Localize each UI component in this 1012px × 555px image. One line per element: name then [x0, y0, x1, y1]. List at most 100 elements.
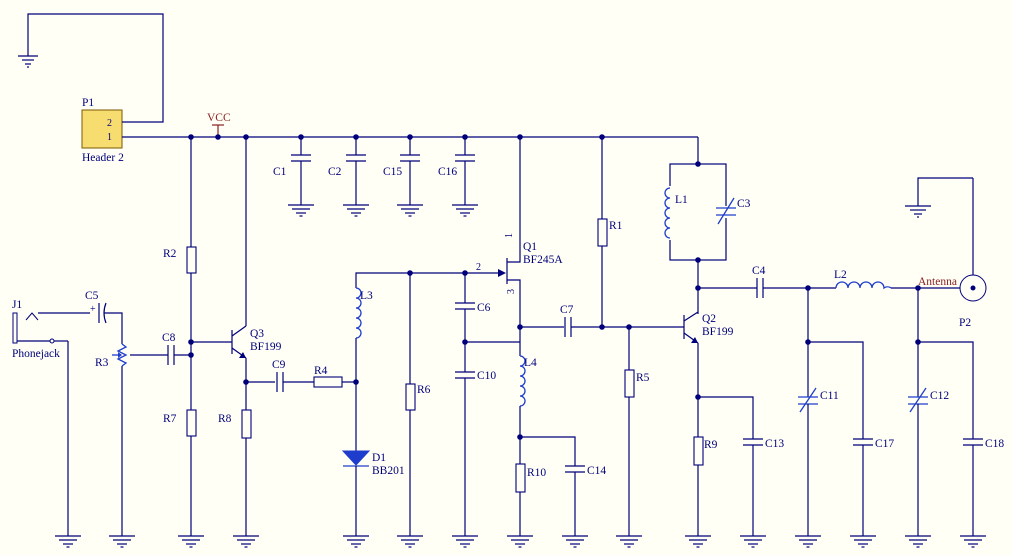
header-pin1-label: 1: [107, 132, 112, 143]
capacitor-c6[interactable]: C6: [455, 302, 491, 314]
antenna-net-label: Antenna: [918, 276, 957, 288]
trimmer-capacitor-c3[interactable]: C3: [715, 197, 751, 225]
header-designator: P1: [82, 97, 94, 109]
capacitor-c13[interactable]: C13: [743, 438, 784, 450]
trimmer-capacitor-c12[interactable]: C12: [908, 387, 949, 413]
r6-label: R6: [417, 384, 431, 396]
r5-label: R5: [636, 372, 650, 384]
capacitor-c16[interactable]: C16: [438, 137, 475, 205]
c9-label: C9: [272, 359, 286, 371]
p2-designator: P2: [959, 317, 971, 329]
q1-pin1: 1: [504, 233, 515, 238]
resistor-r8[interactable]: R8: [218, 409, 252, 439]
r7-label: R7: [163, 413, 177, 425]
c12-label: C12: [930, 390, 949, 402]
resistor-r9[interactable]: R9: [693, 436, 718, 466]
l3-label: L3: [360, 290, 373, 302]
inductor-l1[interactable]: L1: [664, 186, 688, 240]
trimmer-capacitor-c11[interactable]: C11: [798, 387, 839, 413]
junction-dot: [462, 270, 468, 276]
capacitor-c10[interactable]: C10: [455, 370, 496, 382]
q1-part: BF245A: [523, 254, 563, 266]
resistor-r4[interactable]: R4: [313, 365, 343, 388]
resistor-r6[interactable]: R6: [405, 383, 431, 411]
c13-label: C13: [765, 438, 784, 450]
ground-icon: [452, 535, 478, 548]
capacitor-c18[interactable]: C18: [963, 438, 1004, 450]
c18-label: C18: [985, 438, 1004, 450]
ground-icon: [850, 535, 876, 548]
junction-dot: [915, 339, 921, 345]
p1-pin2-wire: [27, 13, 164, 123]
junction-dot: [353, 134, 359, 140]
junction-dot: [805, 285, 811, 291]
c17-label: C17: [875, 438, 894, 450]
capacitor-c17[interactable]: C17: [853, 438, 894, 450]
transistor-q1[interactable]: Q1 BF245A 2 1 3: [476, 233, 563, 294]
junction-dot: [243, 379, 249, 385]
r10-label: R10: [527, 467, 546, 479]
ground-icon: [905, 205, 931, 218]
capacitor-c14[interactable]: C14: [565, 465, 606, 477]
capacitor-c2[interactable]: C2: [328, 137, 366, 205]
inductor-l2[interactable]: L2: [834, 269, 892, 290]
varactor-d1[interactable]: D1 BB201: [341, 450, 405, 477]
r9-label: R9: [704, 439, 718, 451]
capacitor-c15[interactable]: C15: [383, 137, 420, 205]
q2-part: BF199: [702, 326, 734, 338]
q3-designator: Q3: [250, 328, 264, 340]
junction-dot: [462, 339, 468, 345]
ground-icon: [397, 535, 423, 548]
j1-name: Phonejack: [12, 348, 60, 360]
junction-dot: [243, 134, 249, 140]
r2-label: R2: [163, 248, 177, 260]
junction-dot: [915, 285, 921, 291]
junction-dot: [695, 161, 701, 167]
inductor-l3[interactable]: L3: [355, 287, 373, 339]
resistor-r10[interactable]: R10: [515, 463, 546, 493]
c5-plus: +: [90, 304, 96, 315]
capacitor-c8[interactable]: C8: [162, 332, 191, 365]
capacitor-c5[interactable]: + C5: [85, 290, 123, 344]
header-p1[interactable]: P1 Header 2 2 1: [81, 97, 124, 164]
c16-label: C16: [438, 166, 457, 178]
capacitor-c4[interactable]: C4: [752, 265, 766, 298]
c3-label: C3: [737, 198, 751, 210]
c18-top-wire: [918, 341, 974, 439]
junction-dot: [188, 134, 194, 140]
junction-dot: [695, 285, 701, 291]
vcc-label: VCC: [207, 112, 231, 124]
ground-icon: [507, 535, 533, 548]
l1-label: L1: [675, 194, 688, 206]
transistor-q2[interactable]: Q2 BF199: [683, 311, 734, 344]
c14-label: C14: [587, 465, 606, 477]
r8-label: R8: [218, 413, 232, 425]
capacitor-c1[interactable]: C1: [273, 137, 311, 205]
ground-icon: [178, 535, 204, 548]
d1-designator: D1: [372, 452, 386, 464]
junction-dot: [188, 339, 194, 345]
c14-top-wire: [520, 436, 576, 466]
transistor-q3[interactable]: Q3 BF199: [231, 325, 282, 359]
potentiometer-r3[interactable]: R3: [95, 343, 128, 536]
resistor-r1[interactable]: R1: [597, 218, 623, 247]
junction-dot: [407, 134, 413, 140]
q1-pin3: 3: [506, 289, 517, 294]
inductor-l4[interactable]: L4: [519, 355, 537, 407]
phonejack-j1[interactable]: J1 Phonejack: [12, 299, 90, 360]
capacitor-c7[interactable]: C7: [560, 304, 574, 337]
antenna-connector-p2[interactable]: P2: [959, 178, 987, 329]
r3-label: R3: [95, 357, 109, 369]
resistor-r2[interactable]: R2: [163, 246, 197, 274]
header-name: Header 2: [82, 152, 124, 164]
p2-shield-wire: [917, 177, 973, 206]
resistor-r7[interactable]: R7: [163, 409, 197, 437]
l2-label: L2: [834, 269, 847, 281]
resistor-r5[interactable]: R5: [624, 369, 650, 398]
capacitor-c9[interactable]: C9: [272, 359, 286, 392]
junction-dot: [599, 324, 605, 330]
c13-top-wire: [698, 396, 754, 439]
junction-dot: [188, 352, 194, 358]
